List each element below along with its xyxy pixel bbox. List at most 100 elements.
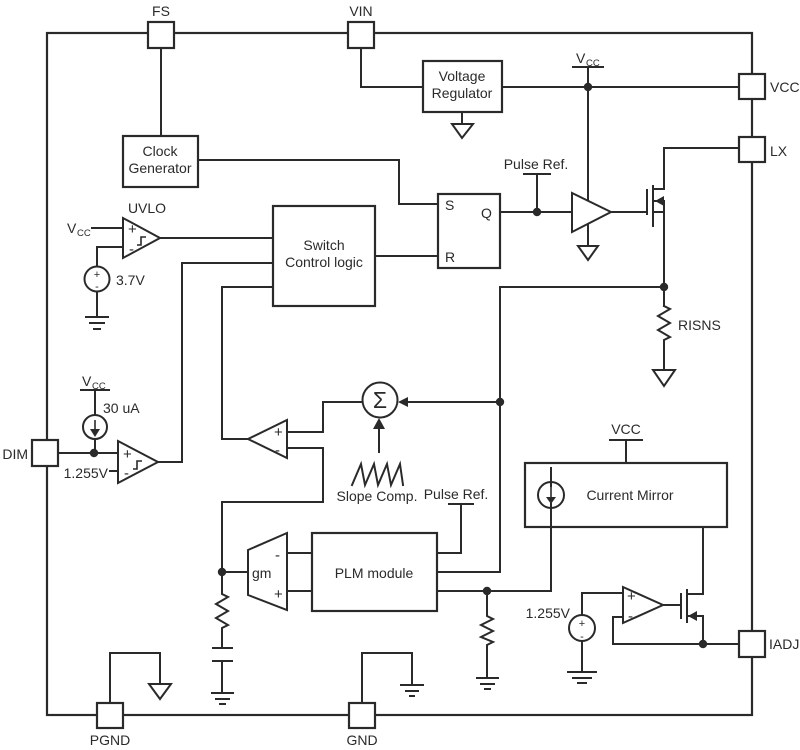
pin-dim-label: DIM bbox=[2, 446, 28, 462]
pin-pgnd-label: PGND bbox=[90, 732, 130, 748]
gm-minus: - bbox=[275, 547, 280, 564]
pin-pgnd bbox=[95, 701, 125, 730]
pulse-ref-top-label: Pulse Ref. bbox=[504, 156, 569, 172]
power-mosfet-icon bbox=[646, 185, 665, 227]
wire-gm-plm bbox=[286, 552, 313, 592]
arrowhead-sigma-bottom bbox=[373, 418, 385, 429]
latch-s-label: S bbox=[445, 197, 454, 213]
error-comp-plus: + bbox=[274, 424, 283, 441]
pin-vcc bbox=[737, 72, 767, 101]
switch-control-label-2: Control logic bbox=[285, 254, 363, 270]
dim-comparator-icon bbox=[117, 439, 161, 485]
source-3v7-label: 3.7V bbox=[116, 272, 145, 288]
ground-arrow-pgnd bbox=[147, 683, 173, 701]
pin-dim bbox=[30, 438, 60, 468]
pin-gnd-label: GND bbox=[346, 732, 377, 748]
ref-1255-iadj-label: 1.255V bbox=[526, 605, 571, 621]
ground-arrow-buffer bbox=[576, 245, 600, 262]
source-30ua-arrow-icon bbox=[90, 429, 100, 437]
wire-pulse-ref-bottom bbox=[436, 503, 474, 554]
uvlo-plus: + bbox=[128, 221, 137, 238]
ground-arrow-risns bbox=[651, 369, 677, 388]
wire-opamp-feedback bbox=[612, 616, 704, 645]
iadj-opamp-icon bbox=[622, 585, 666, 625]
vcc-uvlo-label: V bbox=[67, 220, 77, 236]
wire-vin-regulator bbox=[360, 47, 424, 88]
resistor-plm-ground bbox=[476, 590, 499, 690]
clock-generator-label-1: Clock bbox=[142, 143, 178, 159]
vcc-rail-label-sub: CC bbox=[586, 58, 600, 69]
blocks: Voltage Regulator Clock Generator Switch… bbox=[121, 59, 729, 613]
error-comparator-icon bbox=[245, 418, 288, 460]
wire-current-sense bbox=[436, 286, 665, 573]
compensation-rc-ground bbox=[211, 571, 234, 705]
clock-generator-label-2: Generator bbox=[128, 160, 191, 176]
vcc-rail-label: V bbox=[576, 50, 586, 66]
clock-generator-block bbox=[121, 134, 200, 189]
uvlo-label: UVLO bbox=[128, 200, 166, 216]
switch-control-label-1: Switch bbox=[303, 237, 344, 253]
pin-vin-label: VIN bbox=[349, 3, 372, 19]
wire-mirror-vcc bbox=[609, 439, 643, 464]
dim-minus: - bbox=[124, 465, 129, 482]
pin-lx bbox=[737, 135, 767, 164]
analog-components: + - UVLO + - + - gm - + + - Σ + - bbox=[82, 185, 704, 643]
ground-3v7 bbox=[85, 290, 109, 330]
source-30ua-label: 30 uA bbox=[103, 400, 140, 416]
vcc-mirror-label: VCC bbox=[611, 421, 641, 437]
wire-clock-s-input bbox=[197, 159, 439, 205]
current-mirror-arrow-icon bbox=[546, 497, 556, 504]
wire-drain-lx bbox=[663, 147, 740, 190]
gm-label: gm bbox=[252, 565, 271, 581]
arrowhead-sigma-left bbox=[398, 397, 408, 407]
junction-dots bbox=[89, 82, 708, 649]
pin-vcc-label: VCC bbox=[770, 79, 800, 95]
pin-fs bbox=[146, 20, 176, 50]
wire-comp-minus-gm bbox=[221, 447, 324, 573]
voltage-regulator-label-1: Voltage bbox=[439, 68, 486, 84]
net-labels: V CC V CC V CC VCC 3.7V 30 uA 1.255V 1.2… bbox=[64, 50, 721, 621]
sawtooth-waveform bbox=[350, 460, 405, 489]
source-1255-icon bbox=[568, 614, 596, 642]
gm-amplifier-icon bbox=[247, 531, 288, 612]
risns-label: RISNS bbox=[678, 317, 721, 333]
vcc-uvlo-label-sub: CC bbox=[77, 228, 91, 239]
ref-1255-dim-label: 1.255V bbox=[64, 465, 109, 481]
wire-gnd-ground bbox=[361, 652, 424, 704]
source-3v7-icon bbox=[83, 265, 111, 293]
voltage-regulator-block bbox=[421, 59, 504, 114]
wire-1255-opamp-plus bbox=[581, 592, 624, 616]
wire-pulse-ref-top bbox=[523, 173, 551, 213]
gate-driver-buffer-icon bbox=[571, 191, 614, 234]
plm-module-block bbox=[310, 531, 439, 613]
dim-plus: + bbox=[123, 446, 132, 463]
iadj-mosfet-icon bbox=[662, 589, 704, 623]
wire-plm-mirror bbox=[436, 526, 552, 592]
sr-latch-block bbox=[436, 192, 502, 270]
pin-gnd bbox=[347, 701, 377, 730]
uvlo-minus: - bbox=[129, 241, 134, 258]
opamp-plus: + bbox=[627, 588, 636, 605]
latch-r-label: R bbox=[445, 249, 455, 265]
source-3v7-plus: + bbox=[94, 269, 100, 281]
wire-dimcomp-logic bbox=[157, 262, 274, 463]
wires bbox=[56, 47, 740, 705]
ground-1255 bbox=[567, 640, 597, 684]
latch-q-label: Q bbox=[481, 205, 492, 221]
vcc-30ua-label: V bbox=[82, 373, 92, 389]
source-1255-plus: + bbox=[579, 618, 585, 630]
opamp-minus: - bbox=[628, 608, 633, 625]
hysteresis-icon-dim bbox=[133, 460, 142, 470]
pulse-ref-bottom-label: Pulse Ref. bbox=[424, 486, 489, 502]
current-mirror-label: Current Mirror bbox=[586, 487, 673, 503]
wire-uvlo-minus bbox=[96, 246, 124, 268]
pin-lx-label: LX bbox=[770, 143, 788, 159]
pin-iadj-label: IADJ bbox=[769, 636, 799, 652]
plm-module-label: PLM module bbox=[335, 565, 414, 581]
error-comp-minus: - bbox=[275, 442, 280, 459]
wire-sigma-comp-plus bbox=[286, 401, 363, 433]
pin-vin bbox=[346, 20, 376, 50]
pin-fs-label: FS bbox=[152, 3, 170, 19]
